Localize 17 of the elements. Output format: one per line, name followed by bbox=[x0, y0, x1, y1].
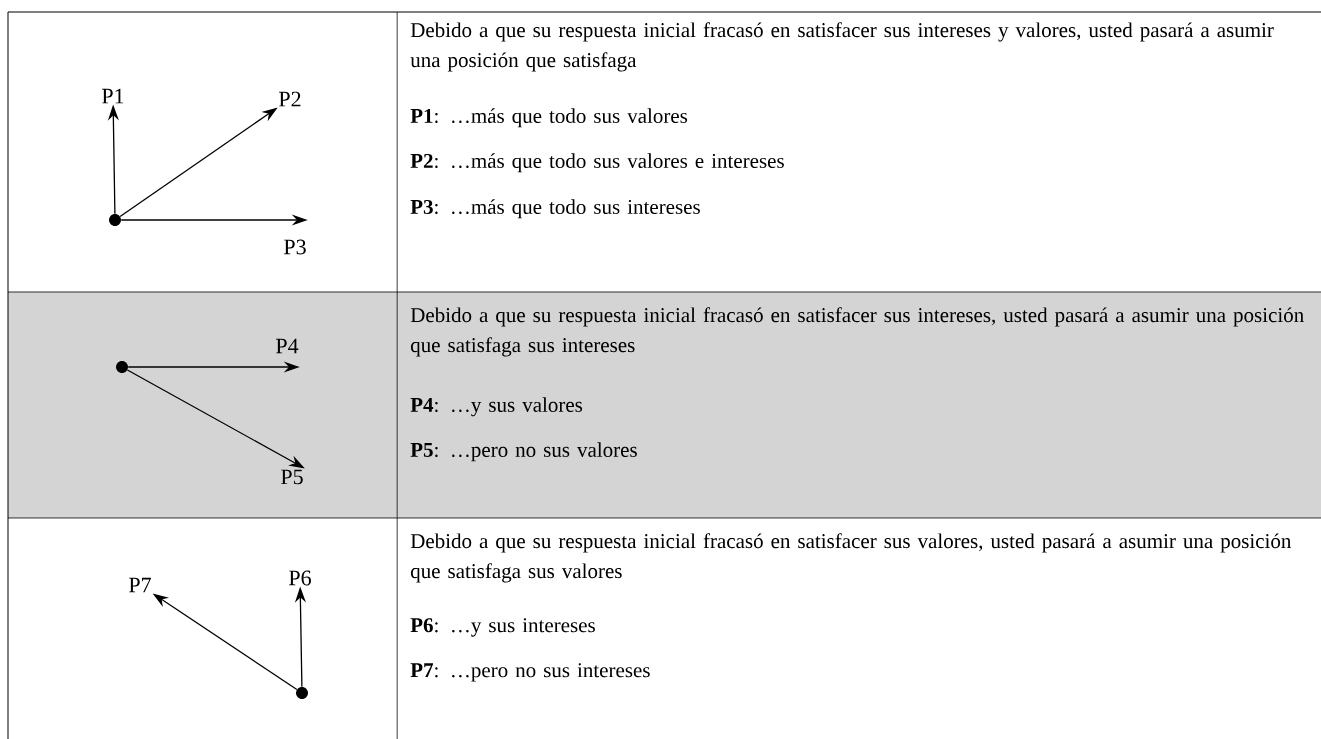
point-label: P2 bbox=[279, 91, 301, 107]
option-text: P1: …más que todo sus valores bbox=[410, 108, 688, 128]
option-text: P7: …pero no sus intereses bbox=[410, 663, 650, 682]
option-text: P4: …y sus valores bbox=[410, 397, 583, 417]
description-text: Debido a que su respuesta inicial fracasó en satisfacer sus intereses y valores, usted pasará a asumir una posición que satisfaga bbox=[410, 22, 1274, 72]
description-text: Debido a que su respuesta inicial fracasó en satisfacer sus intereses, usted pasará a asumir una posición que satisfaga sus intereses bbox=[410, 307, 1304, 357]
point-label: P1 bbox=[102, 88, 124, 104]
option-text: P2: …más que todo sus valores e intereses bbox=[410, 153, 784, 173]
point-label: P4 bbox=[276, 338, 299, 354]
option-text: P6: …y sus intereses bbox=[410, 618, 595, 637]
point-label: P3 bbox=[284, 239, 306, 255]
option-text: P5: …pero no sus valores bbox=[410, 442, 637, 462]
point-label: P7 bbox=[129, 577, 151, 593]
option-text: P3: …más que todo sus intereses bbox=[410, 199, 700, 219]
point-label: P5 bbox=[281, 469, 303, 485]
point-label: P6 bbox=[289, 570, 311, 586]
description-text: Debido a que su respuesta inicial fracasó en satisfacer sus valores, usted pasará a asumir una posición que satisfaga sus valores bbox=[410, 533, 1292, 583]
